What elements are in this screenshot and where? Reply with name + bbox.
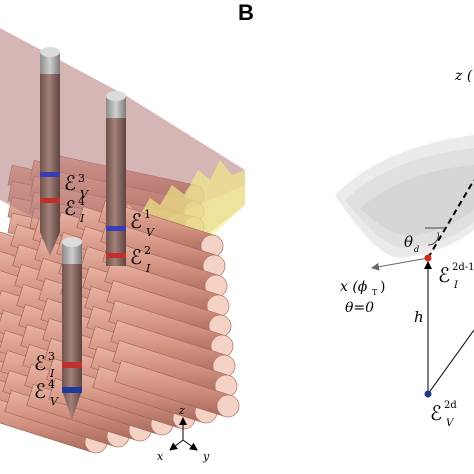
svg-text:ℰ: ℰ [34,351,46,375]
z-axis-label: z ( [454,68,473,84]
axis-z-label: z [178,404,185,417]
axis-triad: z x y [157,404,210,463]
axis-x-label: x [157,450,164,463]
svg-text:4: 4 [78,195,85,208]
electrode-label-top: ℰ 2d-1 I [438,262,474,291]
x-axis-sub: T [372,288,378,297]
panel-label: B [238,0,254,25]
fiber-end [216,394,240,418]
ring-blue-2 [106,226,126,231]
right-panel: B z ( θ d x (ϕ T ) θ=0 h ℰ 2d-1 I [238,0,474,429]
svg-text:ℰ: ℰ [130,245,142,269]
dashed-ray [427,179,474,259]
x-axis-close: ) [380,279,385,295]
svg-text:ℰ: ℰ [34,379,46,403]
svg-text:3: 3 [48,350,55,363]
electrode-label-e4i: ℰ 4 I [64,195,85,225]
svg-text:I: I [79,212,85,225]
svg-text:ℰ: ℰ [430,401,442,425]
theta-d-label: θ [404,233,413,251]
theta-d-sub: d [414,245,419,254]
needle-2 [106,91,126,266]
electrode-label-bottom: ℰ 2d V [430,400,457,429]
ring-blue-1 [40,172,60,177]
ring-red-2 [106,253,126,258]
ring-blue-3 [62,387,82,393]
svg-text:4: 4 [48,378,55,391]
svg-text:I: I [453,280,459,291]
svg-text:2d-1: 2d-1 [452,262,474,273]
x-axis-label: x (ϕ [340,279,368,295]
electrode-label-e3v: ℰ 3 V [64,171,89,201]
svg-text:I: I [49,367,55,380]
needle-3 [62,237,82,420]
svg-text:V: V [80,188,89,201]
svg-text:3: 3 [78,172,85,185]
svg-text:ℰ: ℰ [130,209,142,233]
svg-text:V: V [446,418,455,429]
ring-red-1 [40,198,60,203]
theta-zero-label: θ=0 [345,300,374,316]
svg-text:2d: 2d [444,400,457,411]
svg-text:ℰ: ℰ [438,263,450,287]
electrode-label-e4v: ℰ 4 V [34,378,59,408]
electrode-label-e1v: ℰ 1 V [130,208,155,239]
needle-1 [40,47,60,256]
svg-text:ℰ: ℰ [64,171,76,195]
svg-text:1: 1 [144,208,151,221]
x-axis-arrow [371,257,429,271]
svg-text:V: V [50,395,59,408]
left-panel: ℰ 3 V ℰ 4 I ℰ 1 V ℰ 2 I ℰ 3 I ℰ 4 V [0,28,245,463]
svg-text:V: V [146,226,155,239]
electrode-label-e2i: ℰ 2 I [130,244,151,275]
electrode-label-e3i: ℰ 3 I [34,350,55,380]
svg-text:ℰ: ℰ [64,196,76,220]
svg-text:2: 2 [144,244,151,257]
blue-electrode-dot [424,390,432,398]
ring-red-3 [62,362,82,368]
diagonal-line [427,329,474,395]
axis-y-label: y [202,450,210,463]
red-electrode-dot [424,254,432,262]
h-label: h [414,308,424,326]
svg-text:I: I [145,262,151,275]
